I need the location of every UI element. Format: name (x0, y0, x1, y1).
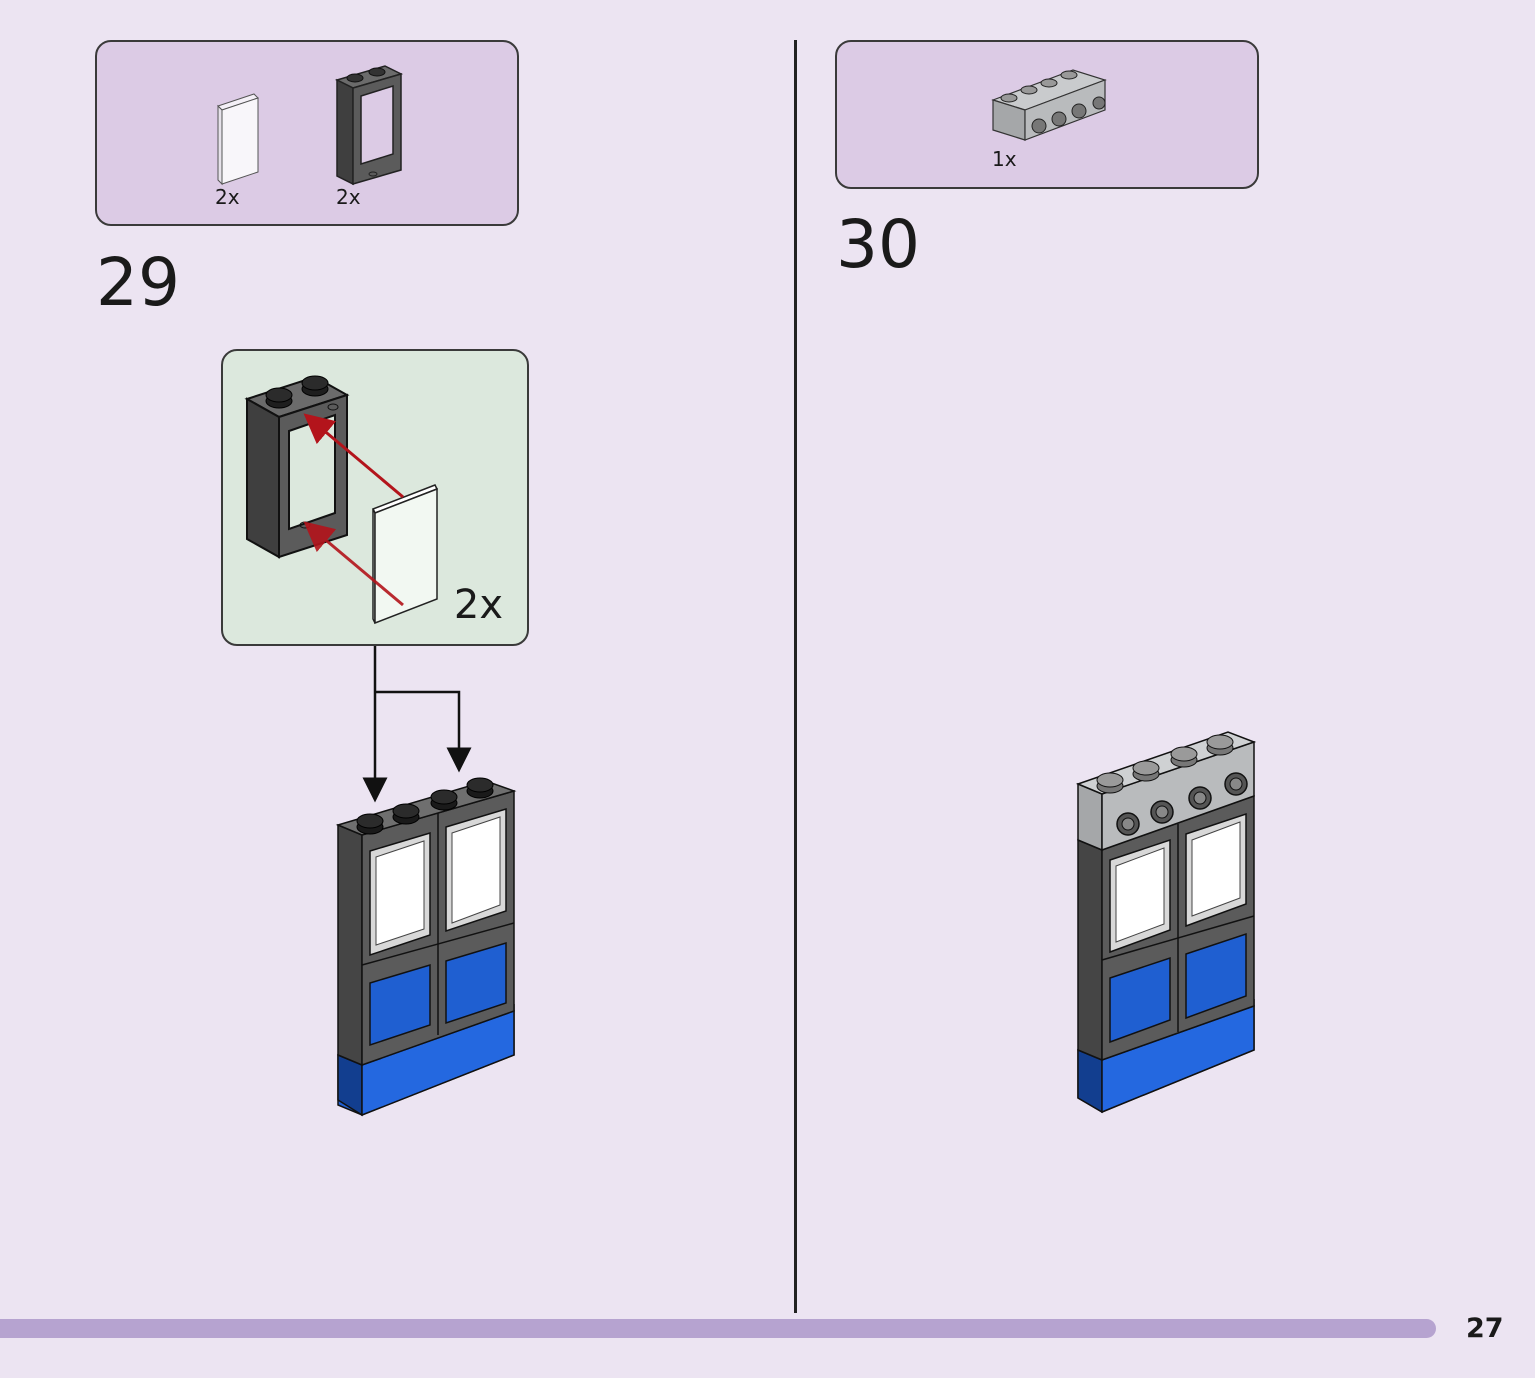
progress-bar (0, 1319, 1436, 1338)
glass-pane-icon (217, 93, 259, 186)
step-30-model (1075, 731, 1257, 1114)
window-frame-icon (334, 65, 404, 186)
page-divider (794, 40, 797, 1313)
glass-pane-qty: 2x (215, 185, 240, 209)
step-number-29: 29 (96, 244, 180, 321)
subassembly-callout: 2x (221, 349, 529, 646)
step-number-30: 30 (836, 206, 920, 283)
page-number: 27 (1466, 1313, 1504, 1344)
brick-1x4-side-studs-icon (991, 69, 1107, 141)
brick-qty: 1x (992, 147, 1017, 171)
step-29-model (335, 777, 517, 1117)
parts-list-step-30: 1x (835, 40, 1259, 189)
frame-with-glass-diagram (244, 375, 439, 625)
parts-list-step-29: 2x 2x (95, 40, 519, 226)
callout-quantity: 2x (453, 582, 503, 628)
window-frame-qty: 2x (336, 185, 361, 209)
